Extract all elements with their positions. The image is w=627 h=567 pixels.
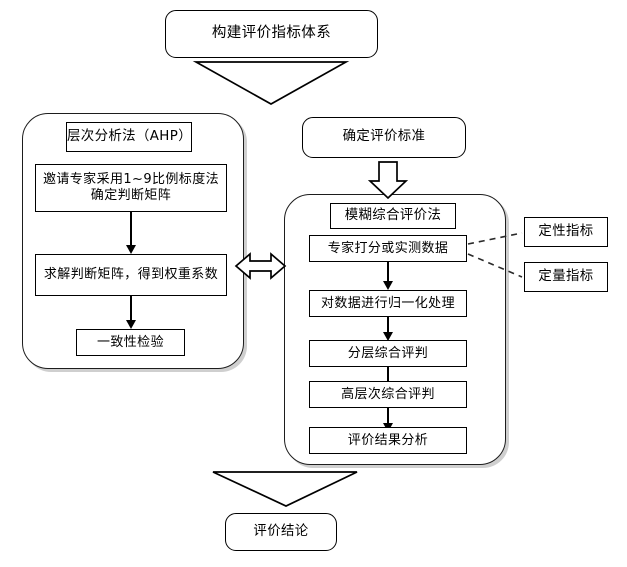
bottom-arrow-icon	[212, 471, 358, 507]
node-evaluation-conclusion[interactable]: 评价结论	[225, 513, 337, 551]
fuzzy-connector-4	[387, 408, 389, 426]
ahp-connector-2-head	[125, 320, 136, 329]
criteria-arrow-icon	[367, 161, 409, 200]
ahp-connector-1-head	[125, 245, 136, 254]
ahp-step-judgment-matrix[interactable]: 邀请专家采用1~9比例标度法确定判断矩阵	[35, 164, 227, 212]
fuzzy-step-high-level-evaluation[interactable]: 高层次综合评判	[309, 381, 467, 408]
ahp-panel-header: 层次分析法（AHP）	[66, 122, 192, 152]
note-qualitative-index[interactable]: 定性指标	[524, 217, 608, 247]
fuzzy-connector-1-head	[382, 281, 393, 290]
fuzzy-step-normalize-data[interactable]: 对数据进行归一化处理	[309, 290, 467, 317]
fuzzy-step-layered-evaluation[interactable]: 分层综合评判	[309, 340, 467, 367]
fuzzy-connector-2-head	[382, 332, 393, 341]
note-quantitative-index[interactable]: 定量指标	[524, 262, 608, 292]
ahp-step-solve-weights[interactable]: 求解判断矩阵，得到权重系数	[35, 254, 227, 296]
ahp-connector-1	[130, 212, 132, 248]
top-arrow-icon	[192, 61, 350, 105]
fuzzy-step-expert-scoring[interactable]: 专家打分或实测数据	[309, 235, 467, 262]
ahp-connector-2	[130, 296, 132, 323]
fuzzy-connector-3	[387, 367, 389, 385]
fuzzy-connector-1	[387, 262, 389, 284]
node-build-index-system[interactable]: 构建评价指标体系	[165, 10, 378, 58]
fuzzy-step-result-analysis[interactable]: 评价结果分析	[309, 427, 467, 454]
ahp-step-consistency-check[interactable]: 一致性检验	[76, 329, 185, 356]
fuzzy-connector-2	[387, 317, 389, 335]
node-determine-criteria[interactable]: 确定评价标准	[302, 117, 466, 158]
fuzzy-panel-header: 模糊综合评价法	[330, 203, 456, 229]
